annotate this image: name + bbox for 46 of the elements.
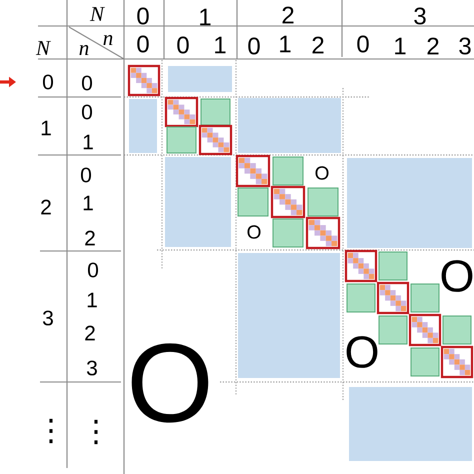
column-index: 3 — [414, 8, 426, 24]
row-index: 0 — [81, 168, 92, 182]
column-index: 0 — [248, 38, 260, 54]
zero-symbol: O — [132, 343, 208, 423]
row-index: 0 — [43, 74, 54, 90]
row-index: 3 — [42, 310, 53, 326]
matrix-block — [168, 66, 232, 92]
row-index: 1 — [42, 120, 51, 136]
row-index: 3 — [86, 360, 97, 376]
index-symbol: N — [90, 7, 105, 21]
matrix-block — [238, 98, 341, 153]
column-index: 1 — [395, 38, 406, 54]
column-index: 1 — [215, 36, 226, 54]
zero-symbol: O — [316, 166, 328, 180]
column-index: 0 — [357, 36, 369, 52]
matrix-block — [347, 158, 472, 248]
column-index: 0 — [177, 36, 189, 54]
row-index: 2 — [85, 326, 95, 340]
zero-symbol: O — [442, 260, 472, 292]
ellipsis: ⋮ — [94, 420, 98, 444]
column-index: 0 — [137, 8, 149, 24]
row-index: 0 — [82, 76, 92, 90]
index-symbol: n — [104, 35, 112, 45]
matrix-block — [129, 99, 157, 153]
zero-symbol: O — [248, 225, 260, 239]
ellipsis: ⋮ — [49, 418, 53, 444]
row-index: 0 — [82, 104, 92, 120]
row-index: 1 — [84, 134, 93, 150]
column-index: 2 — [428, 38, 438, 54]
column-index: 1 — [200, 8, 210, 26]
row-index: 2 — [85, 230, 95, 246]
row-index: 1 — [84, 196, 93, 210]
row-index: 1 — [88, 292, 97, 308]
column-index: 2 — [282, 6, 294, 24]
matrix-block — [238, 253, 340, 378]
index-symbol: N — [36, 41, 51, 55]
column-index: 3 — [459, 38, 471, 54]
column-index: 1 — [280, 36, 290, 52]
matrix-block — [165, 157, 231, 247]
matrix-block — [349, 387, 472, 461]
row-index: 0 — [88, 262, 98, 278]
zero-symbol: O — [346, 336, 378, 368]
index-symbol: n — [80, 45, 88, 55]
row-index: 2 — [41, 200, 51, 214]
column-index: 0 — [137, 36, 149, 52]
column-index: 2 — [312, 36, 324, 54]
